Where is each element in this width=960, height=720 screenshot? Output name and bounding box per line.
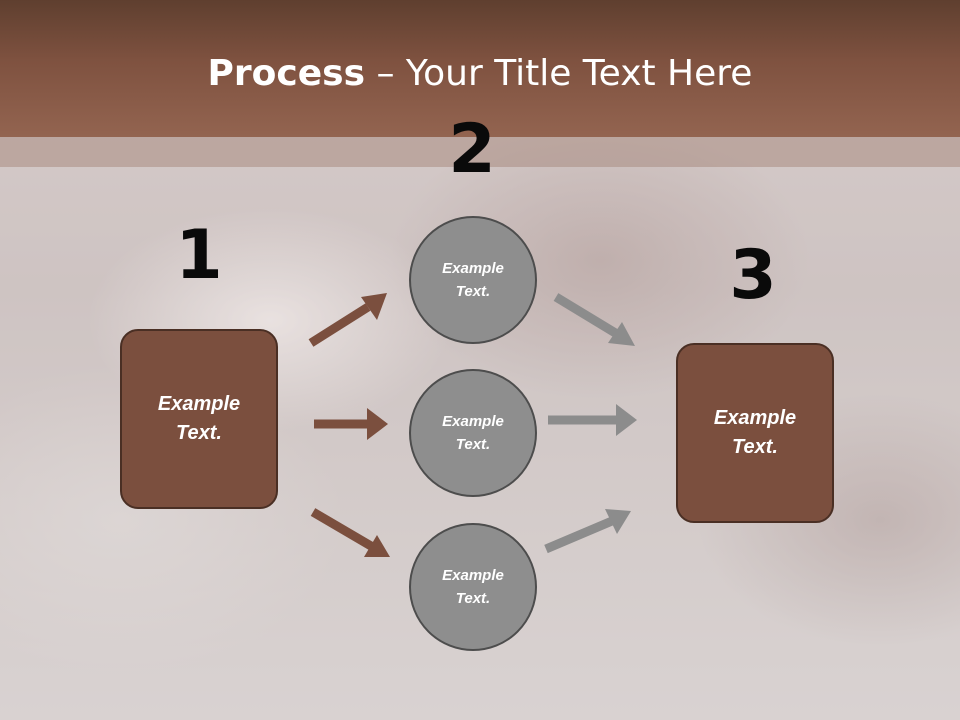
process-circle-top[interactable]: Example Text. <box>409 216 537 344</box>
step-number-3: 3 <box>729 236 777 315</box>
step-number-1: 1 <box>175 216 223 295</box>
right-process-box-label: Example Text. <box>713 407 797 458</box>
title-banner-strip <box>0 137 960 167</box>
right-process-box[interactable]: Example Text. <box>676 343 834 523</box>
title-banner <box>0 0 960 137</box>
left-process-box-label: Example Text. <box>157 393 241 444</box>
arrow-left-to-bottom <box>310 508 390 557</box>
process-circle-bottom[interactable]: Example Text. <box>409 523 537 651</box>
step-number-2: 2 <box>448 110 496 189</box>
process-circle-bottom-label: Example Text. <box>442 567 504 607</box>
arrow-left-to-top <box>308 293 387 347</box>
arrow-middle-to-right <box>548 404 637 436</box>
slide-title-rest: – Your Title Text Here <box>365 53 753 94</box>
left-process-box[interactable]: Example Text. <box>120 329 278 509</box>
process-circle-middle[interactable]: Example Text. <box>409 369 537 497</box>
arrow-bottom-to-right <box>544 509 631 554</box>
slide-title[interactable]: Process – Your Title Text Here <box>0 52 960 96</box>
process-circle-middle-label: Example Text. <box>442 413 504 453</box>
arrow-top-to-right <box>553 293 635 346</box>
process-circle-top-label: Example Text. <box>442 260 504 300</box>
slide-title-bold: Process <box>207 53 366 94</box>
arrow-left-to-middle <box>314 408 388 440</box>
